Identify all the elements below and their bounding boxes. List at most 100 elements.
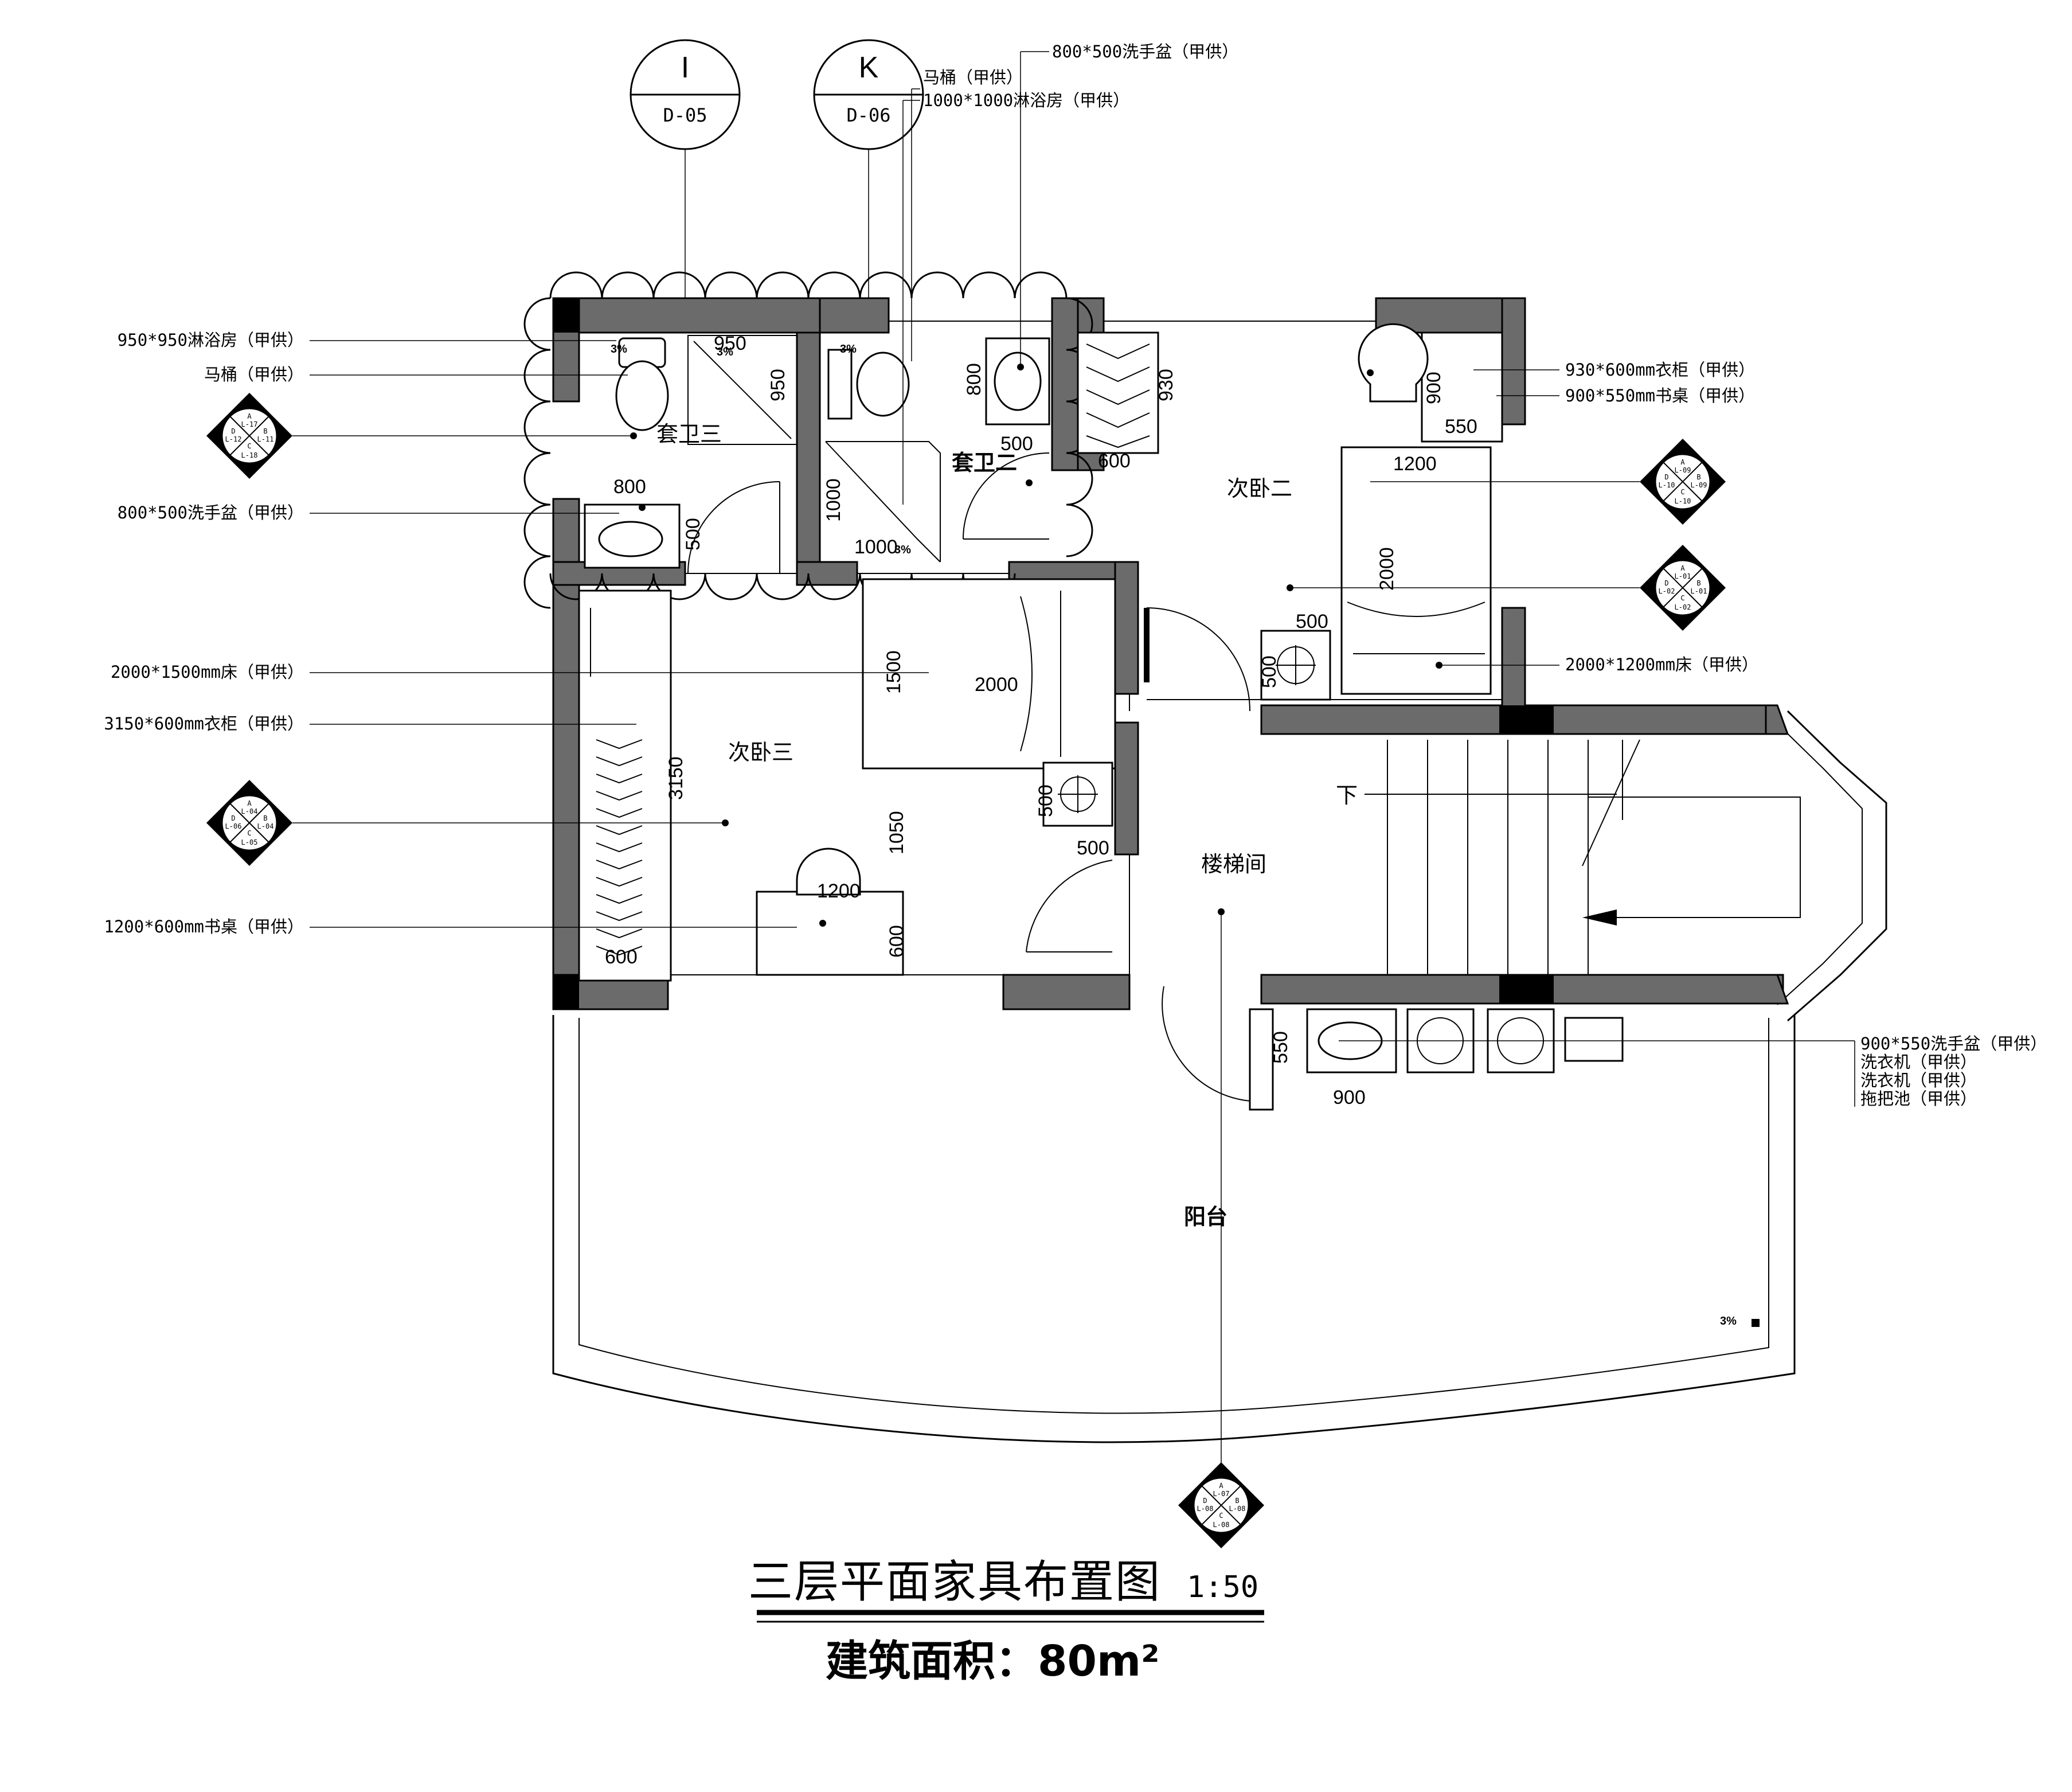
room-stairwell: 楼梯间 <box>1201 852 1266 877</box>
slope-label-3: 3% <box>840 343 857 356</box>
index-5-a: A <box>1219 1482 1223 1490</box>
dim-500f: 500 <box>1077 837 1109 859</box>
index-4-tb: L-04 <box>257 822 274 830</box>
note-bed-2000-1200: 2000*1200mm床（甲供） <box>1565 655 1758 674</box>
index-3-c: C <box>1680 594 1684 602</box>
index-4-tc: L-05 <box>241 838 258 846</box>
index-4-td: L-06 <box>225 822 242 830</box>
notes-left: 950*950淋浴房（甲供） 马桶（甲供） 800*500洗手盆（甲供） 200… <box>104 330 304 936</box>
dim-2000a: 2000 <box>1376 547 1398 591</box>
index-2-td: L-10 <box>1659 481 1675 489</box>
stair-down-label: 下 <box>1336 783 1358 808</box>
dim-1000b: 1000 <box>854 536 898 558</box>
balcony-fixtures <box>1162 986 1624 1111</box>
note-desk-1200: 1200*600mm书桌（甲供） <box>104 917 304 936</box>
section-mark-i-sheet: D-05 <box>663 104 707 126</box>
dim-500d: 500 <box>1258 655 1280 688</box>
section-mark-i-letter: I <box>681 51 689 84</box>
note-shower-1000: 1000*1000淋浴房（甲供） <box>923 91 1129 110</box>
index-symbol-2: A L-09 B L-09 C L-10 D L-10 <box>1640 439 1726 525</box>
note-toilet-top: 马桶（甲供） <box>923 68 1023 87</box>
dim-600b: 600 <box>886 925 908 958</box>
index-2-d: D <box>1664 473 1668 481</box>
note-bed-2000-1500: 2000*1500mm床（甲供） <box>111 662 304 682</box>
index-5-tc: L-08 <box>1213 1521 1230 1529</box>
building-area: 建筑面积：80m² <box>826 1637 1160 1686</box>
dim-950a: 950 <box>714 333 746 354</box>
dim-950b: 950 <box>767 369 789 401</box>
index-2-c: C <box>1680 488 1684 496</box>
note-wardrobe-930: 930*600mm衣柜（甲供） <box>1565 360 1755 380</box>
index-5-d: D <box>1203 1497 1207 1505</box>
note-wardrobe-3150: 3150*600mm衣柜（甲供） <box>104 714 304 733</box>
note-washer-2: 洗衣机（甲供） <box>1860 1071 1977 1090</box>
note-washer-1: 洗衣机（甲供） <box>1860 1052 1977 1072</box>
dim-800b: 800 <box>963 363 985 396</box>
dim-3150: 3150 <box>665 756 687 800</box>
note-basin-800-left: 800*500洗手盆（甲供） <box>118 503 304 522</box>
dimensions: 950 950 800 500 800 500 1000 1000 930 60… <box>605 333 1477 1108</box>
slope-label-4: 3% <box>894 544 911 556</box>
index-4-c: C <box>247 829 251 837</box>
drawing-title: 三层平面家具布置图 <box>748 1556 1161 1608</box>
dim-600c: 600 <box>605 946 638 968</box>
index-2-tb: L-09 <box>1691 481 1707 489</box>
index-5-b: B <box>1235 1497 1239 1505</box>
index-symbol-5: A L-07 B L-08 C L-08 D L-08 <box>1178 1462 1264 1548</box>
note-desk-900: 900*550mm书桌（甲供） <box>1565 386 1755 405</box>
dim-900b: 900 <box>1333 1087 1366 1108</box>
section-mark-k: K D-06 <box>813 39 924 150</box>
index-4-a: A <box>247 799 252 807</box>
slope-marks: 3% 3% 3% 3% 3% <box>611 343 1760 1328</box>
index-1-tc: L-18 <box>241 451 258 459</box>
dim-500c: 500 <box>1296 611 1328 633</box>
dim-930: 930 <box>1155 369 1177 401</box>
dim-2000b: 2000 <box>975 674 1018 696</box>
index-5-td: L-08 <box>1197 1505 1214 1513</box>
balcony-outline <box>552 1015 1796 1443</box>
note-mop-sink: 拖把池（甲供） <box>1860 1089 1977 1108</box>
dim-1500: 1500 <box>883 650 905 694</box>
notes-top: 800*500洗手盆（甲供） 马桶（甲供） 1000*1000淋浴房（甲供） <box>923 42 1238 110</box>
notes-right: 930*600mm衣柜（甲供） 900*550mm书桌（甲供） 2000*120… <box>1565 360 2047 1108</box>
dim-1200b: 1200 <box>817 880 861 902</box>
index-5-tb: L-08 <box>1229 1505 1246 1513</box>
index-2-a: A <box>1680 458 1685 466</box>
index-4-ta: L-04 <box>241 807 258 815</box>
suite-bath-3-fixtures <box>584 335 797 574</box>
dim-500a: 500 <box>682 518 704 551</box>
index-3-td: L-02 <box>1659 587 1675 595</box>
dim-500e: 500 <box>1035 784 1057 817</box>
dim-1200a: 1200 <box>1393 453 1437 475</box>
index-3-d: D <box>1664 579 1668 587</box>
room-labels: 套卫三 套卫二 次卧二 次卧三 楼梯间 阳台 下 <box>656 421 1358 1229</box>
bedroom-2-fixtures <box>1077 323 1503 712</box>
leader-lines <box>292 51 1855 1465</box>
index-4-b: B <box>263 814 267 822</box>
section-mark-k-sheet: D-06 <box>846 104 890 126</box>
index-2-tc: L-10 <box>1675 497 1691 505</box>
room-bedroom-3: 次卧三 <box>728 740 793 765</box>
index-1-c: C <box>247 442 251 450</box>
index-4-d: D <box>231 814 235 822</box>
note-shower-950: 950*950淋浴房（甲供） <box>118 330 304 350</box>
note-basin-900: 900*550洗手盆（甲供） <box>1860 1034 2047 1053</box>
index-2-b: B <box>1696 473 1700 481</box>
title-block: 三层平面家具布置图 1:50 建筑面积：80m² <box>748 1556 1264 1686</box>
dim-550b: 550 <box>1270 1031 1292 1064</box>
bedroom-3-fixtures <box>578 578 1116 982</box>
index-1-ta: L-17 <box>241 420 258 428</box>
index-3-b: B <box>1696 579 1700 587</box>
drawing-scale: 1:50 <box>1187 1570 1258 1604</box>
slope-label-5: 3% <box>1720 1315 1737 1328</box>
dim-600a: 600 <box>1098 450 1131 472</box>
index-3-ta: L-01 <box>1675 572 1691 580</box>
room-bedroom-2: 次卧二 <box>1227 476 1292 501</box>
dim-550a: 550 <box>1445 416 1477 438</box>
room-dots <box>630 364 1442 927</box>
index-symbol-4: A L-04 B L-04 C L-05 D L-06 <box>206 780 292 866</box>
index-3-tc: L-02 <box>1675 603 1691 611</box>
slope-label-1: 3% <box>611 343 627 356</box>
dim-1000a: 1000 <box>823 478 845 522</box>
